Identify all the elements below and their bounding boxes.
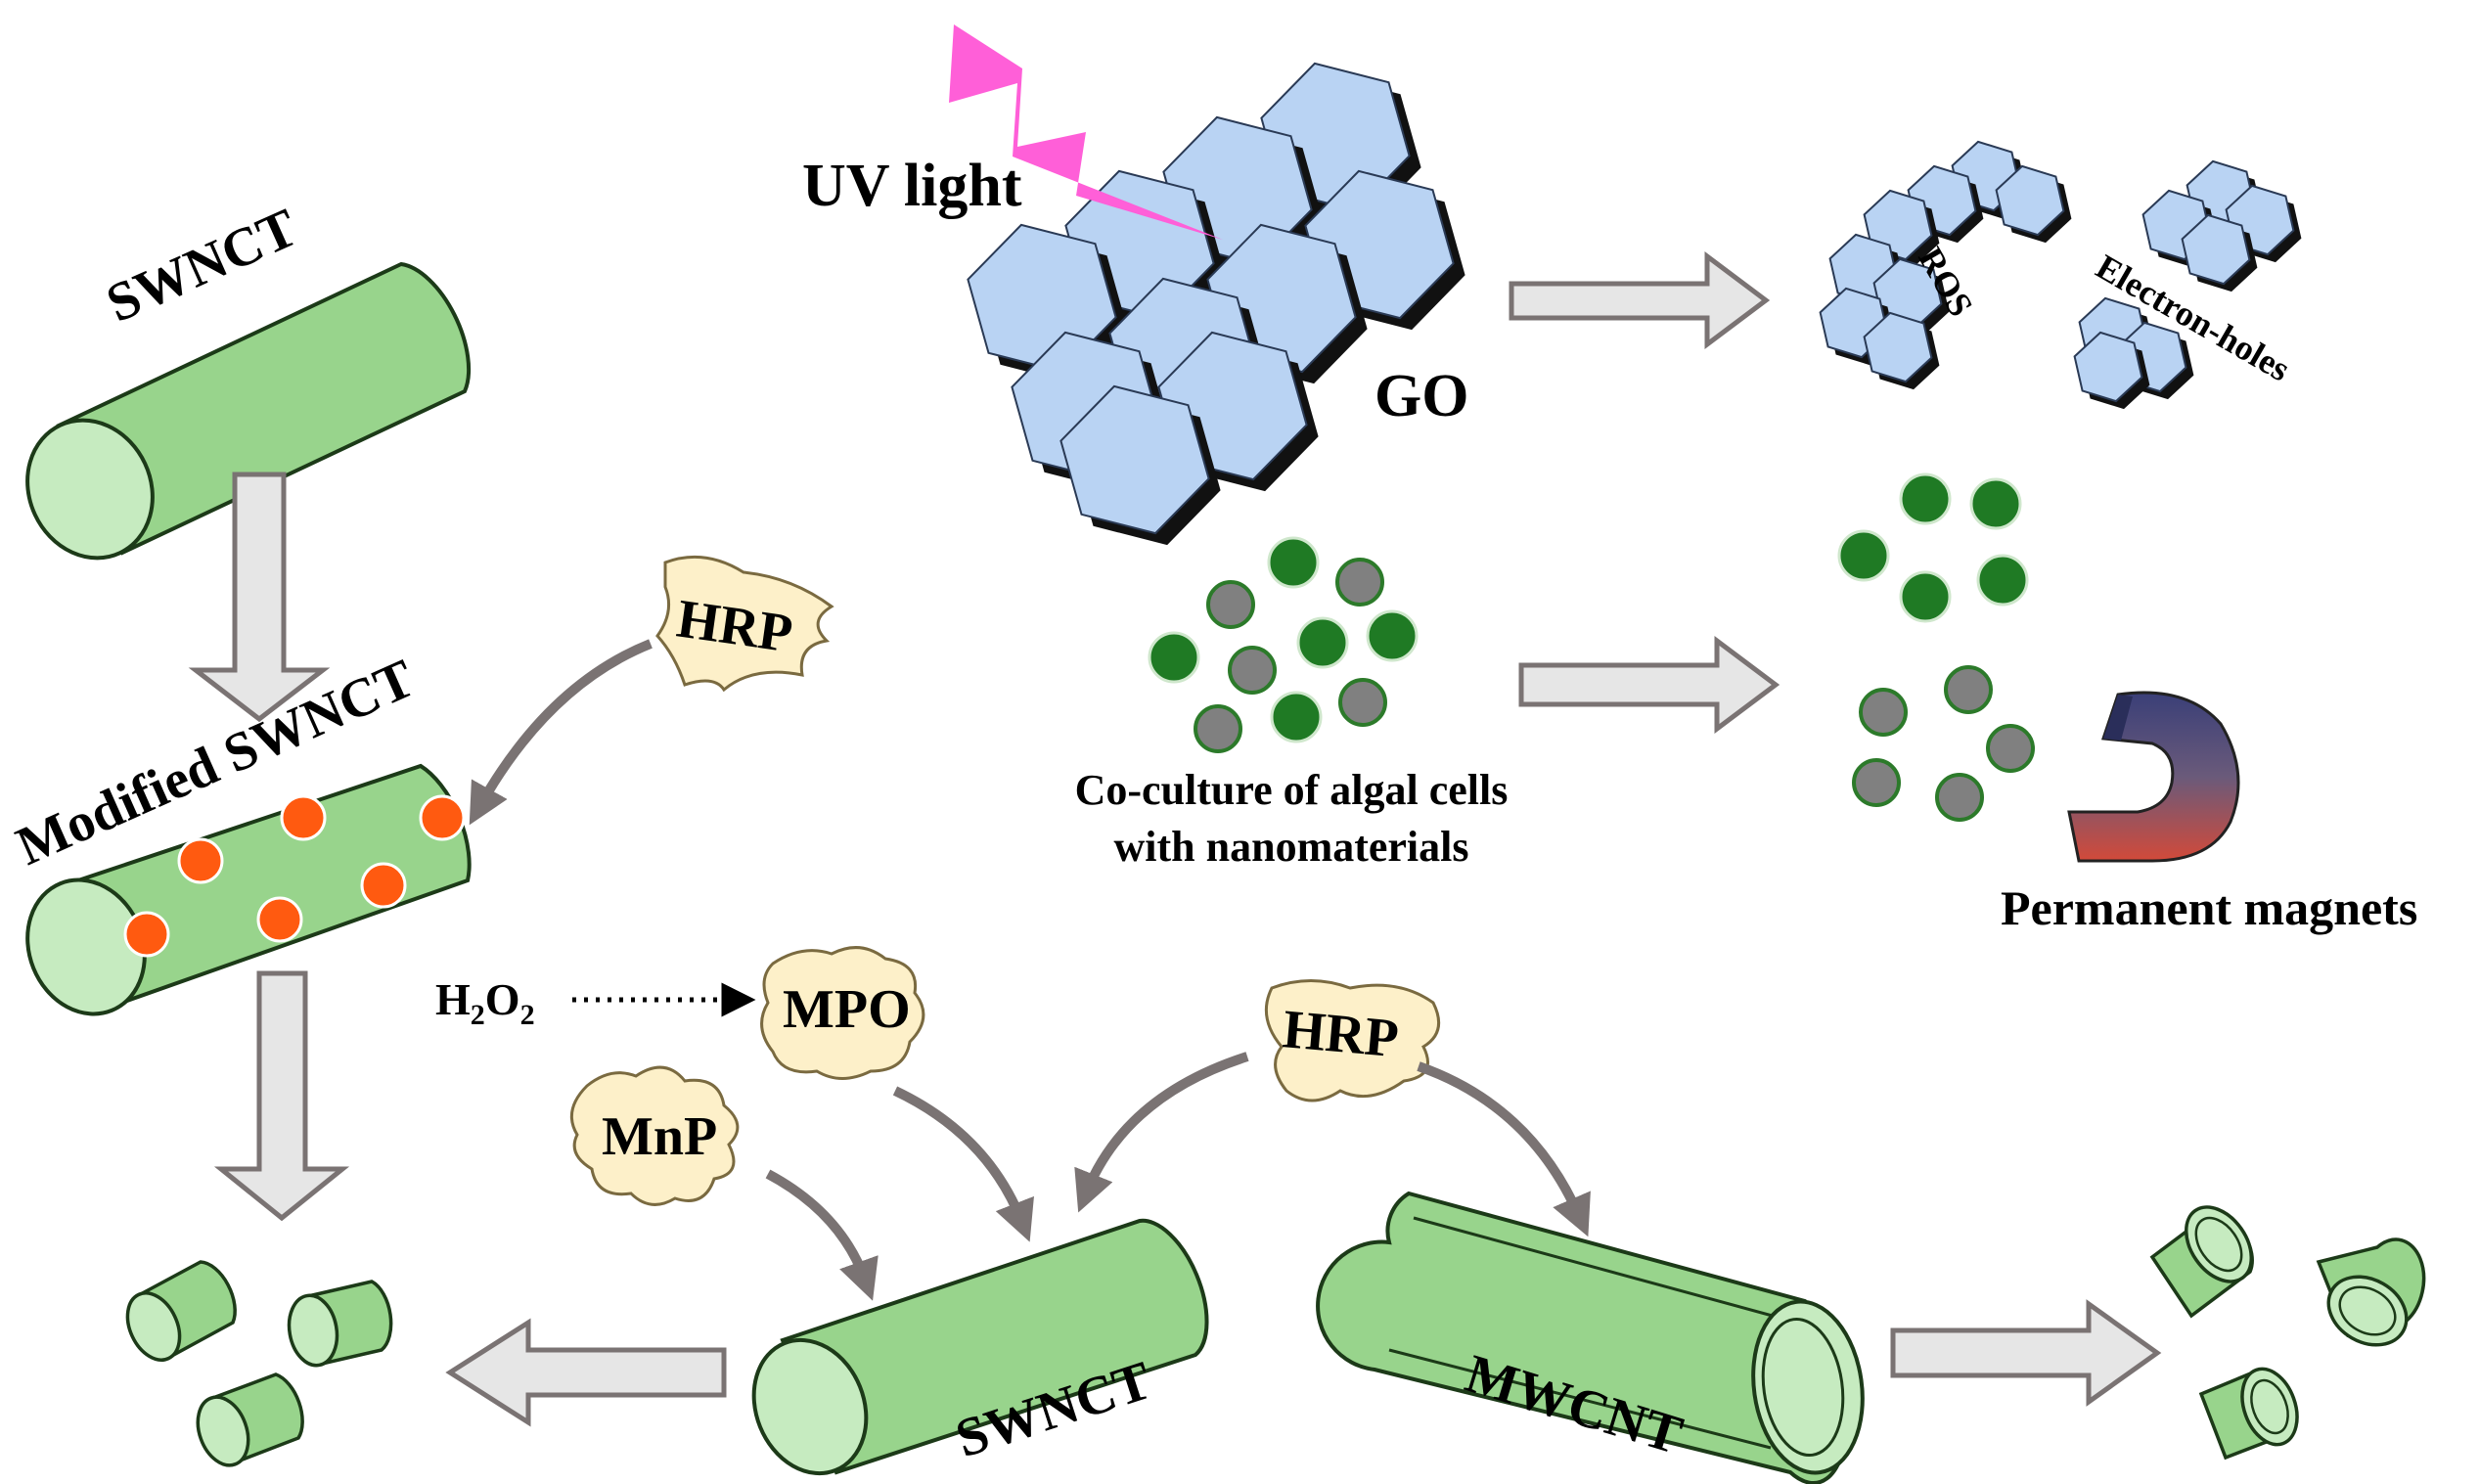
block-arrow-down-2 <box>213 970 350 1222</box>
electron-holes-hexagon <box>2181 213 2251 286</box>
algal-cell-gray <box>1335 558 1384 607</box>
algal-cell-green <box>1976 554 2029 607</box>
swnct-top-label: SWNCT <box>98 198 306 335</box>
swnct-fragment <box>125 1260 237 1362</box>
block-arrow-right-middle <box>1518 636 1780 734</box>
algal-cell-green <box>1969 477 2022 530</box>
algal-cell-green <box>1899 472 1952 525</box>
separated-green-cells <box>1837 472 2029 623</box>
permanent-magnets-label: Permanent magnets <box>2001 880 2417 935</box>
block-arrow-right-bottom <box>1890 1299 2162 1407</box>
nanoparticle-gray <box>1986 724 2035 773</box>
algal-cell-gray <box>1338 678 1387 727</box>
functional-dot <box>360 862 407 909</box>
enzyme-hrp-right: HRP <box>1264 979 1441 1102</box>
curved-arrow-hrp-to-modified <box>469 639 653 826</box>
enzyme-mnp: MnP <box>569 1065 740 1206</box>
separated-gray-particles <box>1852 665 2035 822</box>
uv-light-bolt <box>949 24 1223 240</box>
svg-text:H2O2: H2O2 <box>435 974 535 1031</box>
enzyme-mpo: MPO <box>760 946 925 1080</box>
nanoparticle-gray <box>1852 758 1901 807</box>
coculture-label-line2: with nanomaterials <box>1114 823 1469 871</box>
algal-cell-green <box>1296 616 1349 669</box>
graphene-oxide-sheet <box>967 62 1465 546</box>
algal-cell-gray <box>1206 580 1255 629</box>
algal-cell-green <box>1899 570 1952 623</box>
enzyme-mpo-label: MPO <box>783 979 911 1040</box>
functional-dot <box>419 794 466 841</box>
nanoparticle-gray <box>1859 688 1908 737</box>
curved-arrow-hrp-to-mwcnt <box>1417 1061 1591 1237</box>
curved-arrow-hrp-to-swnct <box>1074 1052 1249 1213</box>
algal-cell-green <box>1267 536 1320 589</box>
algal-cell-green <box>1148 631 1200 684</box>
electron-holes-hexagon <box>2073 331 2143 403</box>
mwcnt-fragment <box>2316 1237 2426 1347</box>
functional-dot <box>123 911 170 958</box>
block-arrow-down-1 <box>188 472 331 723</box>
swnct-fragment <box>287 1280 393 1368</box>
curved-arrow-mpo-to-swnct <box>892 1086 1034 1242</box>
algal-cell-green <box>1837 529 1890 582</box>
uv-light-label: UV light <box>802 153 1022 219</box>
mwcnt-tube <box>1316 1191 1865 1484</box>
enzyme-mnp-label: MnP <box>602 1106 717 1167</box>
go-hexagon <box>1059 384 1210 535</box>
nanoparticle-gray <box>1944 665 1993 714</box>
swnct-fragment <box>196 1372 304 1467</box>
functional-group-dots <box>123 794 466 958</box>
algal-cell-gray <box>1228 646 1277 695</box>
block-arrow-left <box>445 1318 727 1427</box>
mwcnt-fragment <box>2149 1205 2254 1319</box>
functional-dot <box>256 896 303 943</box>
enzyme-hrp-left: HRP <box>655 555 834 693</box>
algal-cell-cluster <box>1148 536 1419 753</box>
ros-hexagon <box>1863 311 1933 383</box>
permanent-magnet-icon <box>2067 691 2240 863</box>
functional-dot <box>280 794 327 841</box>
electron-holes-fragment <box>2073 159 2302 410</box>
ros-hexagon <box>1995 164 2065 237</box>
block-arrow-right-top <box>1509 251 1771 349</box>
go-label: GO <box>1375 363 1468 429</box>
coculture-label-line1: Co-culture of algal cells <box>1075 766 1509 814</box>
algal-cell-green <box>1366 609 1419 662</box>
swnct-fragments-left <box>125 1260 393 1467</box>
h2o2-label: H2O2 <box>435 974 535 1031</box>
swnct-tube-top <box>25 261 472 561</box>
ros-fragment <box>1819 140 2072 390</box>
enzyme-hrp-right-label: HRP <box>1281 999 1401 1069</box>
mwcnt-fragments-right <box>2149 1205 2426 1461</box>
nanoparticle-gray <box>1935 773 1984 822</box>
algal-cell-gray <box>1194 704 1242 753</box>
functional-dot <box>177 837 224 884</box>
swnct-tube-bottom <box>751 1218 1209 1476</box>
mwcnt-fragment <box>2198 1367 2299 1461</box>
algal-cell-green <box>1270 691 1323 743</box>
curved-arrow-mnp-to-swnct <box>765 1169 879 1301</box>
